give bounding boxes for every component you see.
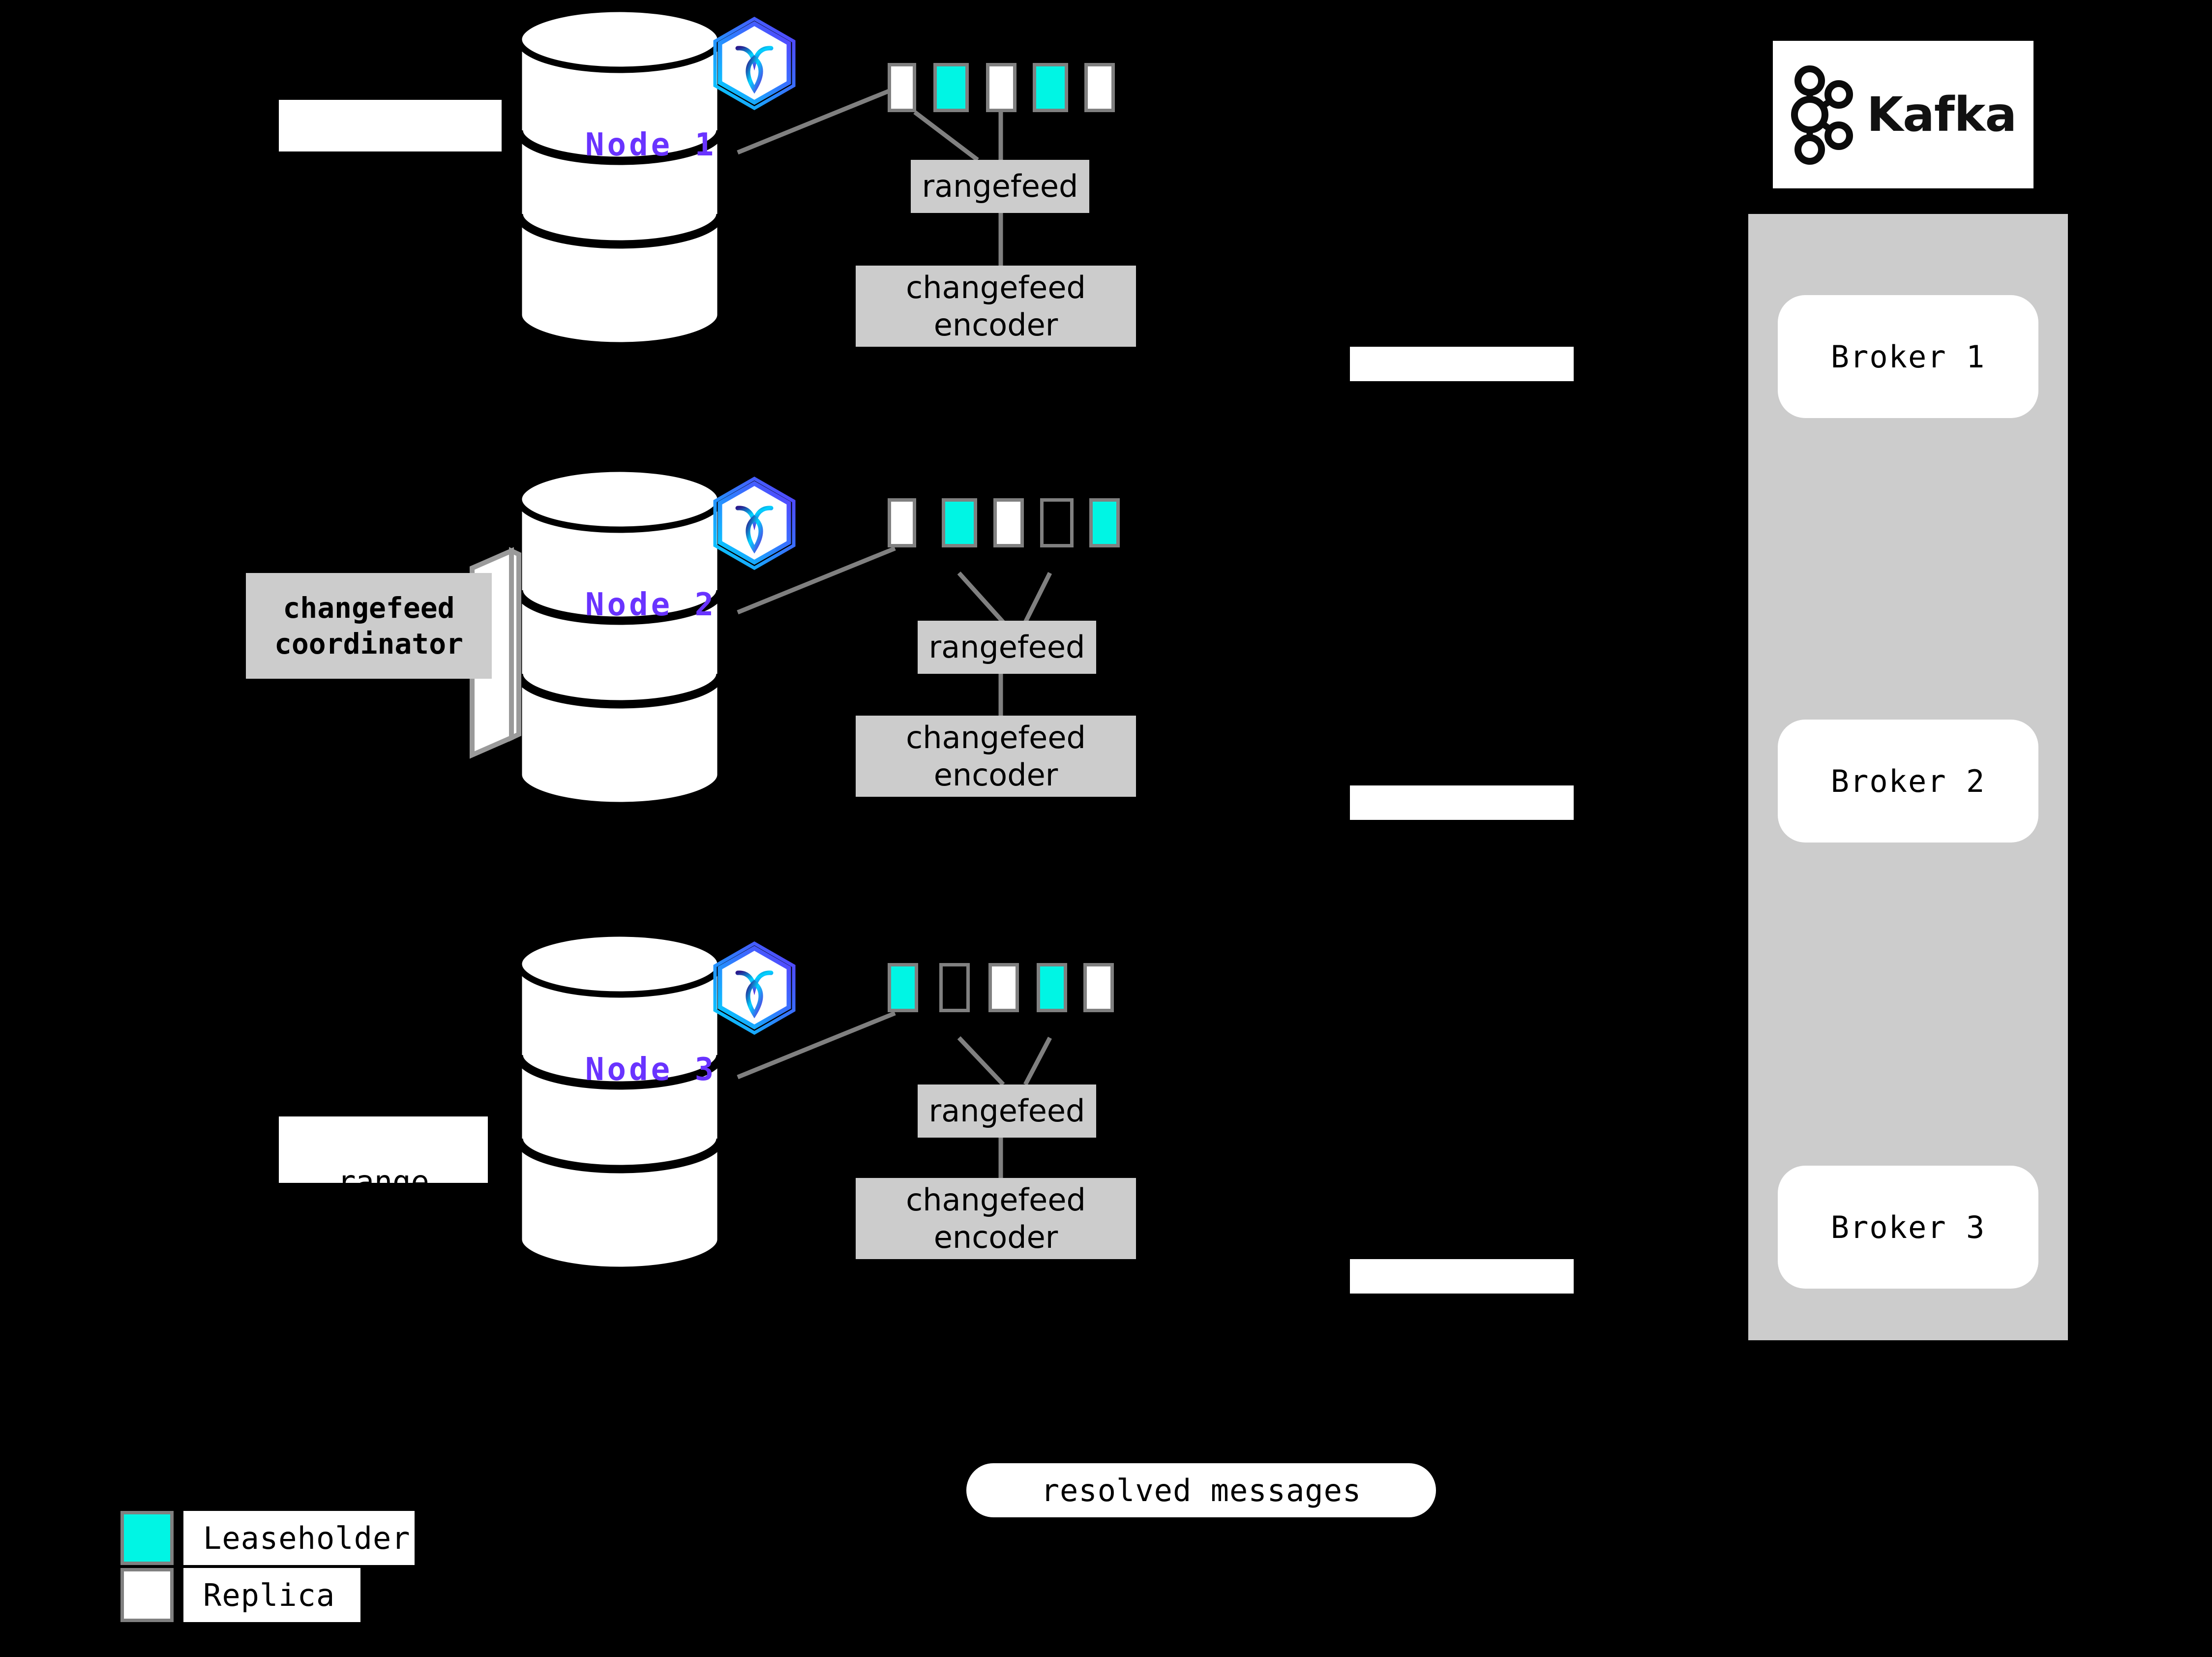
node-2-encoder-line-2: encoder [933,756,1058,793]
node-3-rangefeed-label: rangefeed [928,1093,1085,1129]
legend-swatch-replica [120,1568,174,1622]
cockroachdb-logo-icon-node-2 [713,476,796,571]
node-1-checkpoint-line-2: checkpoints [289,225,491,262]
node-3-checkpoint-line-1: range [337,1164,429,1200]
changefeed-messages-label-1: changefeed messages [1350,347,1574,505]
node-1-range-3[interactable] [1033,63,1068,112]
node-3-encoder-line-2: encoder [933,1219,1058,1255]
coordinator-line-2: coordinator [274,627,464,661]
node-3-range-0[interactable] [888,963,918,1012]
changefeed-messages-label-3: changefeed messages [1350,1259,1574,1417]
node-1-range-4[interactable] [1084,63,1115,112]
node-3-checkpoint-line-2: checkpoints [282,1242,484,1278]
legend-label-replica: Replica [183,1568,360,1622]
node-1-rangefeed-box[interactable]: rangefeed [911,160,1089,213]
node-2-changefeed-encoder-box[interactable]: changefeed encoder [856,716,1136,797]
legend-label-leaseholder: Leaseholder [183,1511,415,1565]
node-1-range-1[interactable] [933,63,969,112]
broker-1[interactable]: Broker 1 [1778,295,2038,418]
node-2-range-0[interactable] [888,498,916,547]
node-2-label: Node 2 [585,587,717,623]
node-1-checkpoint-line-1: range [344,147,436,183]
node-2-rangefeed-link-a [957,571,1005,624]
legend-swatch-leaseholder [120,1511,174,1565]
node-2-range-connector [737,546,896,615]
changefeed-messages-1-line-1: changefeed [1370,391,1554,427]
resolved-messages-pill[interactable]: resolved messages [966,1463,1436,1517]
node-3-range-connector [737,1011,896,1080]
node-1-range-2[interactable] [986,63,1016,112]
changefeed-coordinator-box[interactable]: changefeed coordinator [246,573,492,679]
cockroachdb-logo-icon-node-3 [713,941,796,1035]
changefeed-messages-2-line-1: changefeed [1370,830,1554,866]
node-1-label: Node 1 [585,127,717,163]
broker-2-label: Broker 2 [1830,763,1986,799]
changefeed-messages-3-line-1: changefeed [1370,1303,1554,1340]
kafka-logo-box: Kafka [1773,41,2033,188]
broker-2[interactable]: Broker 2 [1778,720,2038,843]
node-1-encoder-line-1: changefeed [906,269,1086,305]
node-1-range-checkpoints-label: range checkpoints [279,100,502,261]
node-2-rangefeed-label: rangefeed [928,629,1085,665]
node-3-rangefeed-link-b [1023,1036,1052,1086]
broker-3-label: Broker 3 [1830,1209,1986,1245]
broker-3[interactable]: Broker 3 [1778,1166,2038,1289]
node-3-range-3[interactable] [1037,963,1067,1012]
node-3-label: Node 3 [585,1052,717,1088]
node-3-range-4[interactable] [1083,963,1114,1012]
changefeed-messages-1-line-2: messages [1388,469,1535,506]
node-2-range-4[interactable] [1089,498,1120,547]
node-1-changefeed-encoder-box[interactable]: changefeed encoder [856,266,1136,347]
node-3-cylinder [514,930,725,1273]
node-1-rangefeed-label: rangefeed [922,168,1078,205]
changefeed-messages-2-line-2: messages [1388,908,1535,944]
coordinator-line-1: changefeed [283,591,455,625]
broker-1-label: Broker 1 [1830,338,1986,375]
node-3-changefeed-encoder-box[interactable]: changefeed encoder [856,1178,1136,1259]
node-2-range-1[interactable] [942,498,977,547]
node-2-range-3[interactable] [1040,498,1074,547]
node-3-range-1[interactable] [939,963,970,1012]
cockroachdb-logo-icon-node-1 [713,16,796,111]
node-2-cylinder [514,465,725,809]
changefeed-messages-label-2: changefeed messages [1350,785,1574,944]
kafka-node-graph-icon [1791,65,1853,165]
node-1-encoder-line-2: encoder [933,306,1058,343]
node-3-rangefeed-box[interactable]: rangefeed [918,1085,1096,1138]
node-1-range-connector [737,86,896,155]
changefeed-messages-3-line-2: messages [1388,1382,1535,1418]
node-1-rangefeed-link-a [913,110,979,162]
node-2-rangefeed-box[interactable]: rangefeed [918,621,1096,674]
node-2-rangefeed-link-b [1023,572,1052,624]
node-3-encoder-line-1: changefeed [906,1181,1086,1218]
node-2-encoder-line-1: changefeed [906,719,1086,755]
node-1-cylinder [514,5,725,349]
kafka-wordmark: Kafka [1866,87,2017,142]
node-3-range-checkpoints-label: range checkpoints [279,1116,488,1278]
node-1-range-0[interactable] [888,63,916,112]
node-3-rangefeed-link-a [957,1036,1005,1086]
resolved-messages-label: resolved messages [1041,1472,1362,1508]
node-3-range-2[interactable] [988,963,1019,1012]
node-2-range-2[interactable] [993,498,1024,547]
kafka-broker-panel: Broker 1 Broker 2 Broker 3 [1748,214,2068,1340]
